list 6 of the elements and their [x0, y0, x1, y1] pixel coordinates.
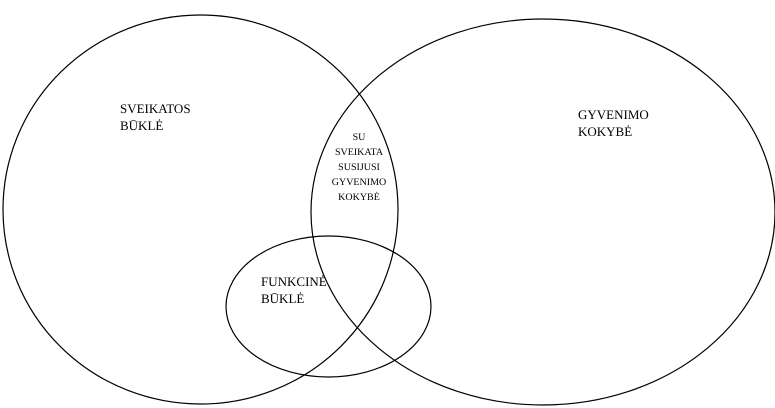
set-label: FUNKCINĖ BŪKLĖ	[261, 273, 328, 307]
set-label: GYVENIMO KOKYBĖ	[578, 106, 650, 140]
venn-ellipse	[2, 14, 399, 405]
intersection-label: SU SVEIKATA SUSIJUSI GYVENIMO KOKYBĖ	[330, 131, 388, 205]
venn-ellipse	[225, 235, 432, 378]
set-label: SVEIKATOS BŪKLĖ	[120, 100, 192, 134]
